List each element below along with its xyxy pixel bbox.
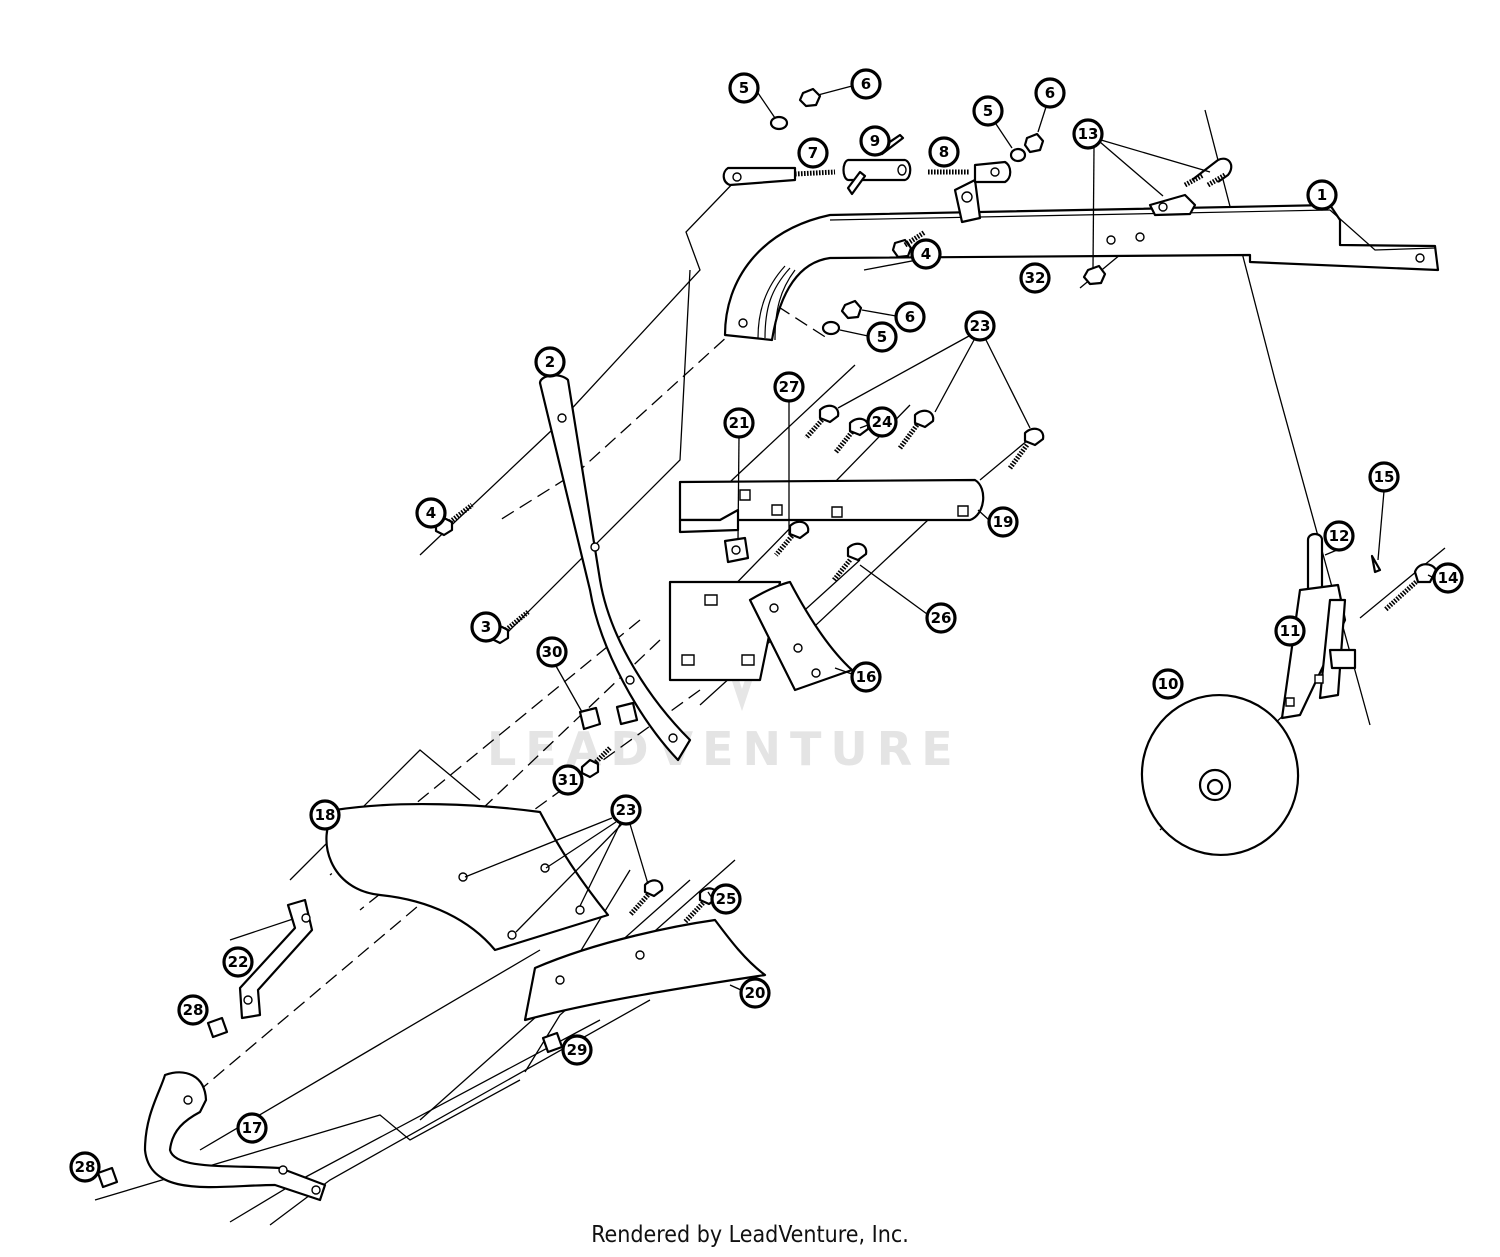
svg-text:24: 24 (872, 413, 893, 431)
svg-text:4: 4 (921, 245, 931, 263)
plow-standard (538, 374, 692, 762)
svg-text:29: 29 (567, 1041, 588, 1059)
svg-text:14: 14 (1438, 569, 1459, 587)
callout-17: 17 (236, 1112, 268, 1144)
callout-2: 2 (534, 346, 566, 378)
svg-text:20: 20 (745, 984, 766, 1002)
svg-text:7: 7 (808, 144, 818, 162)
callout-32: 32 (1019, 262, 1051, 294)
svg-text:5: 5 (739, 79, 749, 97)
callout-13: 13 (1072, 118, 1104, 150)
svg-text:31: 31 (558, 771, 579, 789)
svg-text:5: 5 (983, 102, 993, 120)
svg-text:6: 6 (1045, 84, 1055, 102)
callout-28: 28 (69, 1151, 101, 1183)
svg-text:5: 5 (877, 328, 887, 346)
callout-3: 3 (470, 611, 502, 643)
callout-1: 1 (1306, 179, 1338, 211)
svg-text:17: 17 (242, 1119, 263, 1137)
frog-plate (668, 580, 854, 692)
callout-24: 24 (866, 406, 898, 438)
landside-bar (143, 1071, 327, 1202)
svg-text:2: 2 (545, 353, 555, 371)
callout-23: 23 (610, 794, 642, 826)
clevis-u-bolt (1148, 157, 1233, 217)
callout-15: 15 (1368, 461, 1400, 493)
svg-text:8: 8 (939, 143, 949, 161)
svg-text:23: 23 (616, 801, 637, 819)
svg-text:27: 27 (779, 378, 800, 396)
callout-29: 29 (561, 1034, 593, 1066)
callout-12: 12 (1323, 520, 1355, 552)
callout-6: 6 (894, 301, 926, 333)
top-hardware (769, 87, 1107, 336)
callout-23: 23 (964, 310, 996, 342)
svg-text:6: 6 (905, 308, 915, 326)
callout-26: 26 (925, 602, 957, 634)
svg-text:9: 9 (870, 132, 880, 150)
svg-text:13: 13 (1078, 125, 1099, 143)
callout-5: 5 (866, 321, 898, 353)
frog-bar (678, 478, 985, 564)
gauge-wheel-assembly (1140, 532, 1438, 857)
svg-text:30: 30 (542, 643, 563, 661)
svg-text:22: 22 (228, 953, 249, 971)
callout-19: 19 (987, 506, 1019, 538)
turnbuckle-assembly (722, 133, 1012, 196)
callout-25: 25 (710, 883, 742, 915)
callout-14: 14 (1432, 562, 1464, 594)
svg-text:16: 16 (856, 668, 877, 686)
callout-21: 21 (723, 407, 755, 439)
landside-brace (238, 898, 314, 1020)
svg-text:26: 26 (931, 609, 952, 627)
svg-text:15: 15 (1374, 468, 1395, 486)
svg-text:32: 32 (1025, 269, 1046, 287)
svg-text:12: 12 (1329, 527, 1350, 545)
svg-text:4: 4 (426, 504, 436, 522)
plow-beam (723, 178, 1440, 342)
callout-6: 6 (850, 68, 882, 100)
callout-7: 7 (797, 137, 829, 169)
callout-31: 31 (552, 764, 584, 796)
callout-27: 27 (773, 371, 805, 403)
callout-20: 20 (739, 977, 771, 1009)
svg-text:25: 25 (716, 890, 737, 908)
square-nuts (96, 701, 639, 1189)
plow-share (523, 918, 767, 1022)
callout-5: 5 (972, 95, 1004, 127)
callout-16: 16 (850, 661, 882, 693)
svg-text:3: 3 (481, 618, 491, 636)
callout-28: 28 (177, 994, 209, 1026)
svg-text:19: 19 (993, 513, 1014, 531)
callout-6: 6 (1034, 77, 1066, 109)
svg-text:18: 18 (315, 806, 336, 824)
svg-text:10: 10 (1158, 675, 1179, 693)
callout-9: 9 (859, 125, 891, 157)
callout-5: 5 (728, 72, 760, 104)
callout-4: 4 (415, 497, 447, 529)
callout-22: 22 (222, 946, 254, 978)
callout-leaders (464, 85, 1435, 991)
callout-18: 18 (309, 799, 341, 831)
svg-text:11: 11 (1280, 622, 1301, 640)
svg-text:6: 6 (861, 75, 871, 93)
callout-4: 4 (910, 238, 942, 270)
callout-30: 30 (536, 636, 568, 668)
svg-text:1: 1 (1317, 186, 1327, 204)
svg-text:21: 21 (729, 414, 750, 432)
svg-text:28: 28 (75, 1158, 96, 1176)
svg-text:28: 28 (183, 1001, 204, 1019)
callout-11: 11 (1274, 615, 1306, 647)
callout-10: 10 (1152, 668, 1184, 700)
svg-text:23: 23 (970, 317, 991, 335)
footer-credit: Rendered by LeadVenture, Inc. (591, 1222, 909, 1248)
callout-8: 8 (928, 136, 960, 168)
